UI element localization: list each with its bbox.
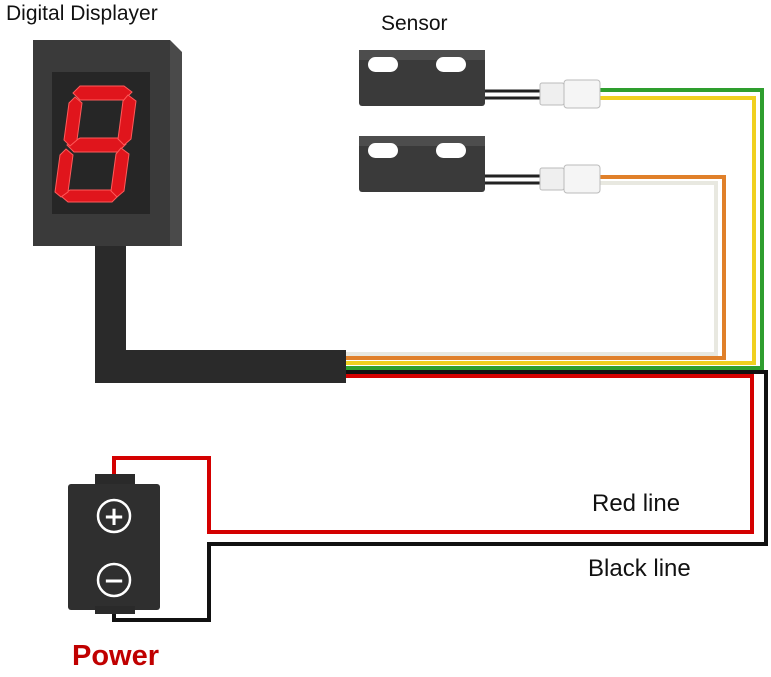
battery-terminal-top: [95, 474, 135, 486]
battery-body: [68, 484, 160, 610]
sensor-top-hole-left: [368, 57, 398, 72]
sensor-top: [359, 50, 601, 109]
sensor-bottom-connector-a: [539, 167, 565, 191]
digital-displayer: [33, 40, 182, 246]
sensor-bottom: [359, 136, 601, 194]
battery-terminal-bottom: [95, 606, 135, 614]
negative-symbol: −: [103, 566, 125, 596]
sensor-label: Sensor: [381, 12, 448, 35]
positive-terminal-icon: [96, 498, 132, 534]
orange-wire: [344, 175, 726, 360]
green-wire: [344, 88, 764, 370]
digital-displayer-label: Digital Displayer: [6, 2, 158, 25]
display-cable: [95, 240, 346, 383]
sensor-bottom-hole-left: [368, 143, 398, 158]
black-wire: [112, 370, 768, 622]
black-line-label: Black line: [588, 555, 691, 582]
sensor-top-connector-a: [539, 82, 565, 106]
seven-segment-digit: [54, 85, 137, 203]
red-wire: [112, 374, 754, 534]
sensor-top-hole-right: [436, 57, 466, 72]
sensor-top-connector-b: [563, 79, 601, 109]
positive-symbol: +: [103, 502, 125, 532]
power-label: Power: [72, 640, 160, 672]
sensor-bottom-connector-b: [563, 164, 601, 194]
yellow-wire: [344, 96, 756, 365]
battery: + −: [68, 474, 160, 614]
red-line-label: Red line: [592, 490, 681, 517]
negative-terminal-icon: [96, 562, 132, 598]
white-wire: [344, 181, 718, 356]
sensor-wires: [344, 88, 764, 370]
sensor-bottom-hole-right: [436, 143, 466, 158]
power-wires: [112, 370, 768, 622]
